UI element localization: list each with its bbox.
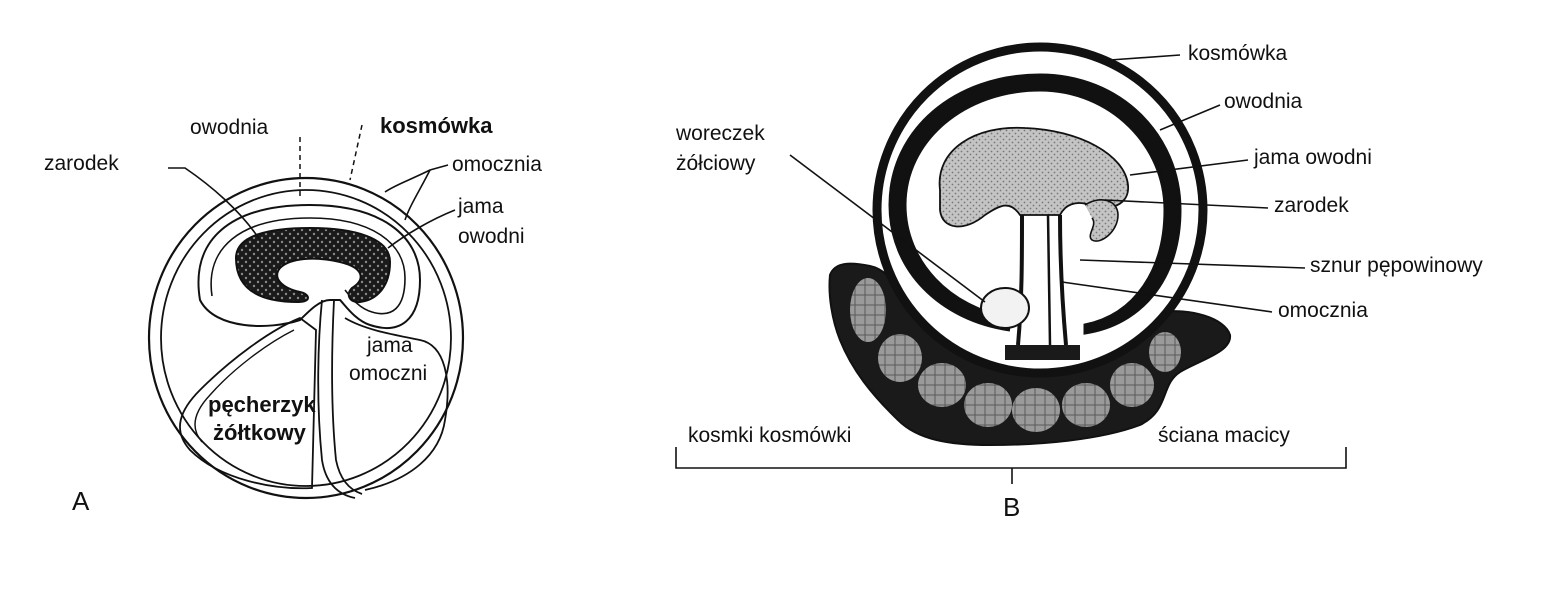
b-villus (1062, 383, 1110, 427)
panel-a: owodnia kosmówka zarodek omocznia jama o… (44, 113, 542, 516)
b-label-kosmowka: kosmówka (1188, 42, 1288, 65)
b-lead-kosmowka (1109, 54, 1181, 61)
a-lead-zarodek (168, 167, 261, 241)
a-yolk-sac-inner (194, 329, 295, 443)
b-panel-letter: B (1003, 492, 1020, 522)
a-allantois-stalk (317, 299, 356, 499)
a-panel-letter: A (72, 486, 90, 516)
b-label-woreczek-1: woreczek (675, 122, 765, 145)
b-yolk-sac (980, 287, 1030, 329)
a-lead-kosmowka (349, 124, 363, 181)
b-cord-left (1016, 214, 1024, 346)
b-cord-right (1058, 214, 1068, 346)
a-label-omocznia: omocznia (452, 153, 542, 176)
b-villi (850, 278, 1181, 432)
a-label-jama-owodni-2: owodni (458, 225, 525, 248)
b-villus (878, 334, 922, 382)
a-label-jama-owodni-1: jama (457, 195, 504, 218)
b-lead-owodnia (1159, 104, 1221, 131)
a-allantois (344, 317, 449, 491)
a-amnion-inner (210, 217, 406, 315)
b-label-omocznia: omocznia (1278, 299, 1368, 322)
b-label-zarodek: zarodek (1274, 194, 1349, 217)
b-villus (850, 278, 886, 342)
b-lead-sznur (1079, 259, 1306, 269)
a-label-owodnia: owodnia (190, 116, 269, 139)
a-lead-jama-owodni (387, 209, 456, 249)
a-amnion (197, 203, 422, 329)
a-lead-omocznia-2 (404, 169, 431, 221)
b-label-sciana: ściana macicy (1158, 424, 1290, 447)
b-lead-jama-owodni (1129, 159, 1249, 176)
a-yolk-sac (179, 316, 317, 490)
b-lead-zarodek (1104, 199, 1269, 209)
b-label-sznur: sznur pępowinowy (1310, 254, 1483, 277)
b-label-woreczek-2: żółciowy (676, 152, 756, 175)
b-amnion (888, 73, 1182, 335)
b-label-kosmki: kosmki kosmówki (688, 424, 851, 447)
b-label-owodnia: owodnia (1224, 90, 1303, 113)
b-bracket (675, 447, 1347, 469)
a-label-jama-omoczni-1: jama (366, 334, 413, 357)
a-label-pecherzyk-1: pęcherzyk (208, 392, 316, 417)
a-chorion-outer (147, 176, 465, 500)
a-lead-omocznia-1 (384, 164, 449, 193)
b-lead-omocznia (1061, 281, 1273, 313)
a-chorion-inner (160, 189, 452, 487)
a-label-kosmowka: kosmówka (380, 113, 493, 138)
b-cord-base (1005, 345, 1080, 360)
a-label-pecherzyk-2: żółtkowy (213, 420, 307, 445)
b-villus (964, 383, 1012, 427)
b-lead-woreczek (789, 154, 986, 303)
b-villus (1012, 388, 1060, 432)
a-label-jama-omoczni-2: omoczni (349, 362, 427, 385)
b-villus (918, 363, 966, 407)
b-cord-inner (1046, 214, 1052, 346)
b-villus (1110, 363, 1154, 407)
panel-b: kosmówka owodnia jama owodni zarodek szn… (675, 42, 1483, 522)
a-embryo (234, 226, 392, 304)
a-allantois-stalk-2 (331, 299, 363, 495)
b-villus (1149, 332, 1181, 372)
b-label-jama-owodni: jama owodni (1253, 146, 1372, 169)
a-label-zarodek: zarodek (44, 152, 119, 175)
